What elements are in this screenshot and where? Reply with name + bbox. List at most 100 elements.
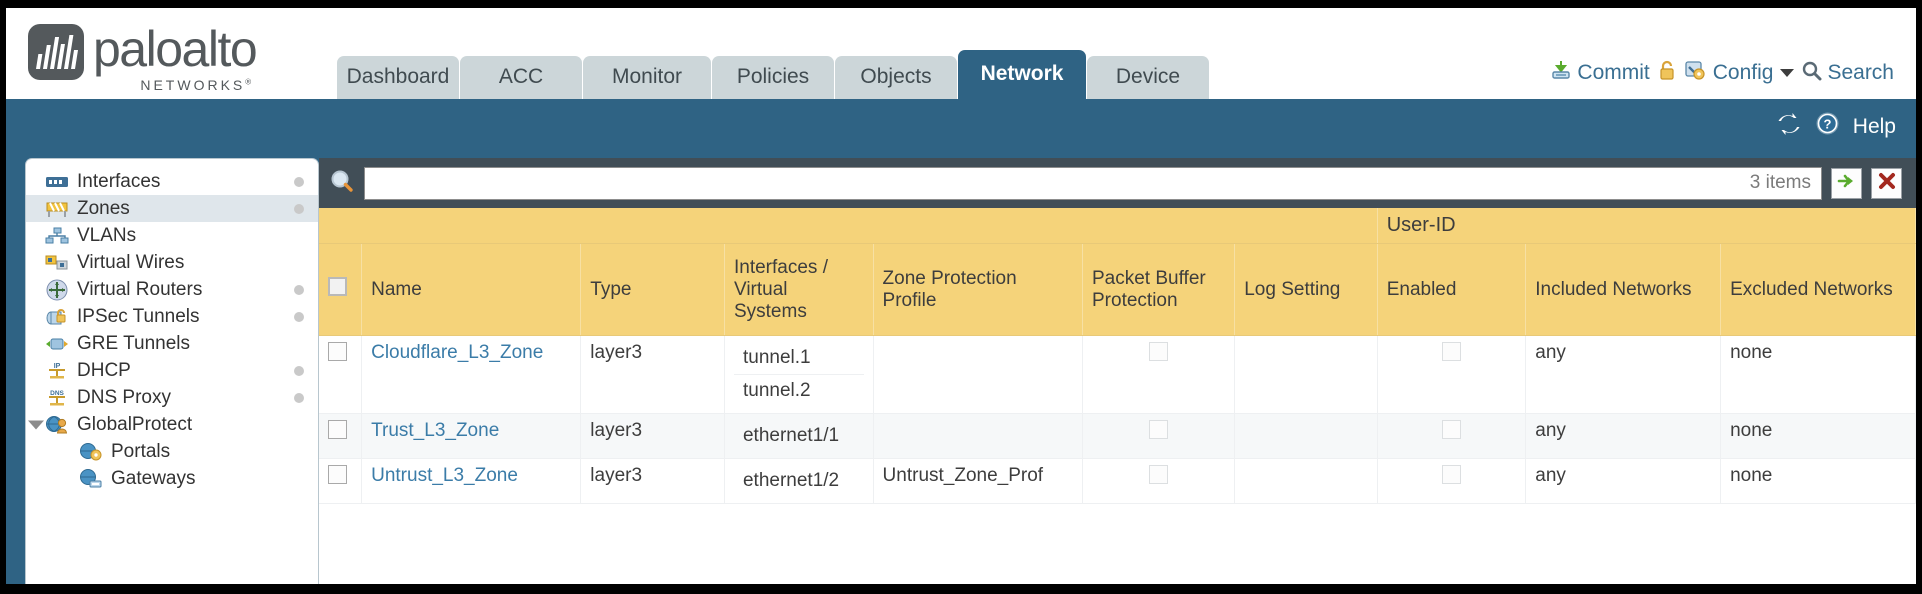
zone-name-link[interactable]: Cloudflare_L3_Zone xyxy=(371,342,544,363)
sidebar-item-label: Virtual Routers xyxy=(77,278,203,300)
tab-monitor[interactable]: Monitor xyxy=(583,56,711,99)
tab-acc[interactable]: ACC xyxy=(460,56,582,99)
tab-dashboard[interactable]: Dashboard xyxy=(337,56,459,99)
userid-enabled-checkbox[interactable] xyxy=(1441,465,1461,484)
cell-excluded-networks: none xyxy=(1720,458,1916,504)
status-dot xyxy=(294,392,304,403)
globalprotect-icon xyxy=(44,415,70,435)
svg-text:IP: IP xyxy=(54,363,61,370)
commit-label: Commit xyxy=(1577,61,1650,84)
apply-filter-button[interactable] xyxy=(1831,167,1862,199)
chevron-down-icon[interactable] xyxy=(1780,69,1795,77)
magnifier-icon[interactable] xyxy=(329,168,355,199)
status-dot xyxy=(294,311,304,322)
column-header-name[interactable]: Name xyxy=(361,243,582,336)
column-header-zone-protection-profile[interactable]: Zone Protection Profile xyxy=(873,243,1084,336)
tab-policies[interactable]: Policies xyxy=(712,56,834,99)
select-all-header xyxy=(319,243,363,336)
packet-buffer-protection-checkbox[interactable] xyxy=(1149,420,1169,439)
cell-name: Cloudflare_L3_Zone xyxy=(361,335,582,414)
refresh-icon[interactable] xyxy=(1776,112,1802,142)
sidebar-item-interfaces[interactable]: Interfaces xyxy=(26,168,318,195)
row-select-cell xyxy=(319,458,363,504)
sidebar-item-virtual-routers[interactable]: Virtual Routers xyxy=(26,276,318,303)
sidebar-item-portals[interactable]: Portals xyxy=(26,438,318,465)
clear-filter-button[interactable] xyxy=(1871,167,1902,199)
search-button[interactable]: Search xyxy=(1801,60,1894,87)
column-header-type[interactable]: Type xyxy=(580,243,725,336)
gateways-icon xyxy=(78,468,104,489)
zones-icon xyxy=(44,199,70,219)
cell-userid-enabled xyxy=(1377,413,1527,459)
sidebar-item-vlans[interactable]: VLANs xyxy=(26,222,318,249)
packet-buffer-protection-checkbox[interactable] xyxy=(1149,465,1169,484)
userid-enabled-checkbox[interactable] xyxy=(1441,420,1461,439)
row-select-checkbox[interactable] xyxy=(328,342,347,361)
tab-device[interactable]: Device xyxy=(1087,56,1209,99)
cell-excluded-networks: none xyxy=(1720,413,1916,459)
sidebar-item-gateways[interactable]: Gateways xyxy=(26,465,318,492)
group-header-userid: User-ID xyxy=(1377,208,1917,244)
commit-button[interactable]: Commit xyxy=(1550,59,1650,87)
column-header-enabled[interactable]: Enabled xyxy=(1377,243,1527,336)
tab-network[interactable]: Network xyxy=(958,50,1086,99)
paloalto-logo-mark xyxy=(28,24,84,80)
cell-packet-buffer-protection xyxy=(1082,335,1236,414)
cell-included-networks: any xyxy=(1525,335,1722,414)
packet-buffer-protection-checkbox[interactable] xyxy=(1149,342,1169,361)
cell-included-networks: any xyxy=(1525,458,1722,504)
sidebar-item-globalprotect[interactable]: GlobalProtect xyxy=(26,411,318,438)
svg-text:DNS: DNS xyxy=(50,390,64,397)
sidebar-item-label: DNS Proxy xyxy=(77,386,171,408)
search-input[interactable]: 3 items xyxy=(364,166,1822,200)
zone-name-link[interactable]: Untrust_L3_Zone xyxy=(371,465,518,486)
cell-userid-enabled xyxy=(1377,335,1527,414)
row-select-checkbox[interactable] xyxy=(328,420,347,439)
sidebar-item-dns-proxy[interactable]: DNS DNS Proxy xyxy=(26,384,318,411)
sidebar-item-virtual-wires[interactable]: Virtual Wires xyxy=(26,249,318,276)
sidebar-item-gre-tunnels[interactable]: GRE Tunnels xyxy=(26,330,318,357)
dhcp-icon: IP xyxy=(44,361,70,381)
config-label: Config xyxy=(1712,61,1774,84)
vlans-icon xyxy=(44,226,70,246)
column-header-log-setting[interactable]: Log Setting xyxy=(1234,243,1378,336)
search-label: Search xyxy=(1827,61,1894,84)
expander-triangle-icon[interactable] xyxy=(28,420,44,429)
sidebar-item-zones[interactable]: Zones xyxy=(26,195,318,222)
sidebar-item-label: Portals xyxy=(111,440,171,462)
sidebar-item-ipsec-tunnels[interactable]: IPSec Tunnels xyxy=(26,303,318,330)
row-select-cell xyxy=(319,335,363,414)
zone-name-link[interactable]: Trust_L3_Zone xyxy=(371,420,500,441)
tab-objects[interactable]: Objects xyxy=(835,56,957,99)
row-select-checkbox[interactable] xyxy=(328,465,347,484)
help-label[interactable]: Help xyxy=(1852,114,1896,138)
group-header-spacer xyxy=(319,208,1378,244)
column-header-included-networks[interactable]: Included Networks xyxy=(1525,243,1722,336)
status-dot xyxy=(294,365,304,376)
help-question-icon[interactable]: ? xyxy=(1815,111,1840,142)
interface-entry: ethernet1/2 xyxy=(742,470,840,491)
cell-name: Trust_L3_Zone xyxy=(361,413,582,459)
userid-enabled-checkbox[interactable] xyxy=(1441,342,1461,361)
cell-name: Untrust_L3_Zone xyxy=(361,458,582,504)
cell-interfaces: ethernet1/2 xyxy=(724,458,874,504)
config-button[interactable]: Config xyxy=(1684,59,1795,87)
sidebar-item-label: IPSec Tunnels xyxy=(77,305,200,327)
column-header-interfaces-virtual-systems[interactable]: Interfaces / Virtual Systems xyxy=(724,243,874,336)
band-actions: ? Help xyxy=(1776,111,1896,142)
sub-header-band: ? Help xyxy=(6,99,1916,158)
svg-text:?: ? xyxy=(1823,117,1831,132)
padlock-icon xyxy=(1657,59,1677,87)
column-header-packet-buffer-protection[interactable]: Packet Buffer Protection xyxy=(1082,243,1236,336)
select-all-checkbox[interactable] xyxy=(328,277,347,296)
lock-button[interactable] xyxy=(1657,59,1677,87)
cell-log-setting xyxy=(1234,335,1378,414)
column-header-excluded-networks[interactable]: Excluded Networks xyxy=(1720,243,1916,336)
